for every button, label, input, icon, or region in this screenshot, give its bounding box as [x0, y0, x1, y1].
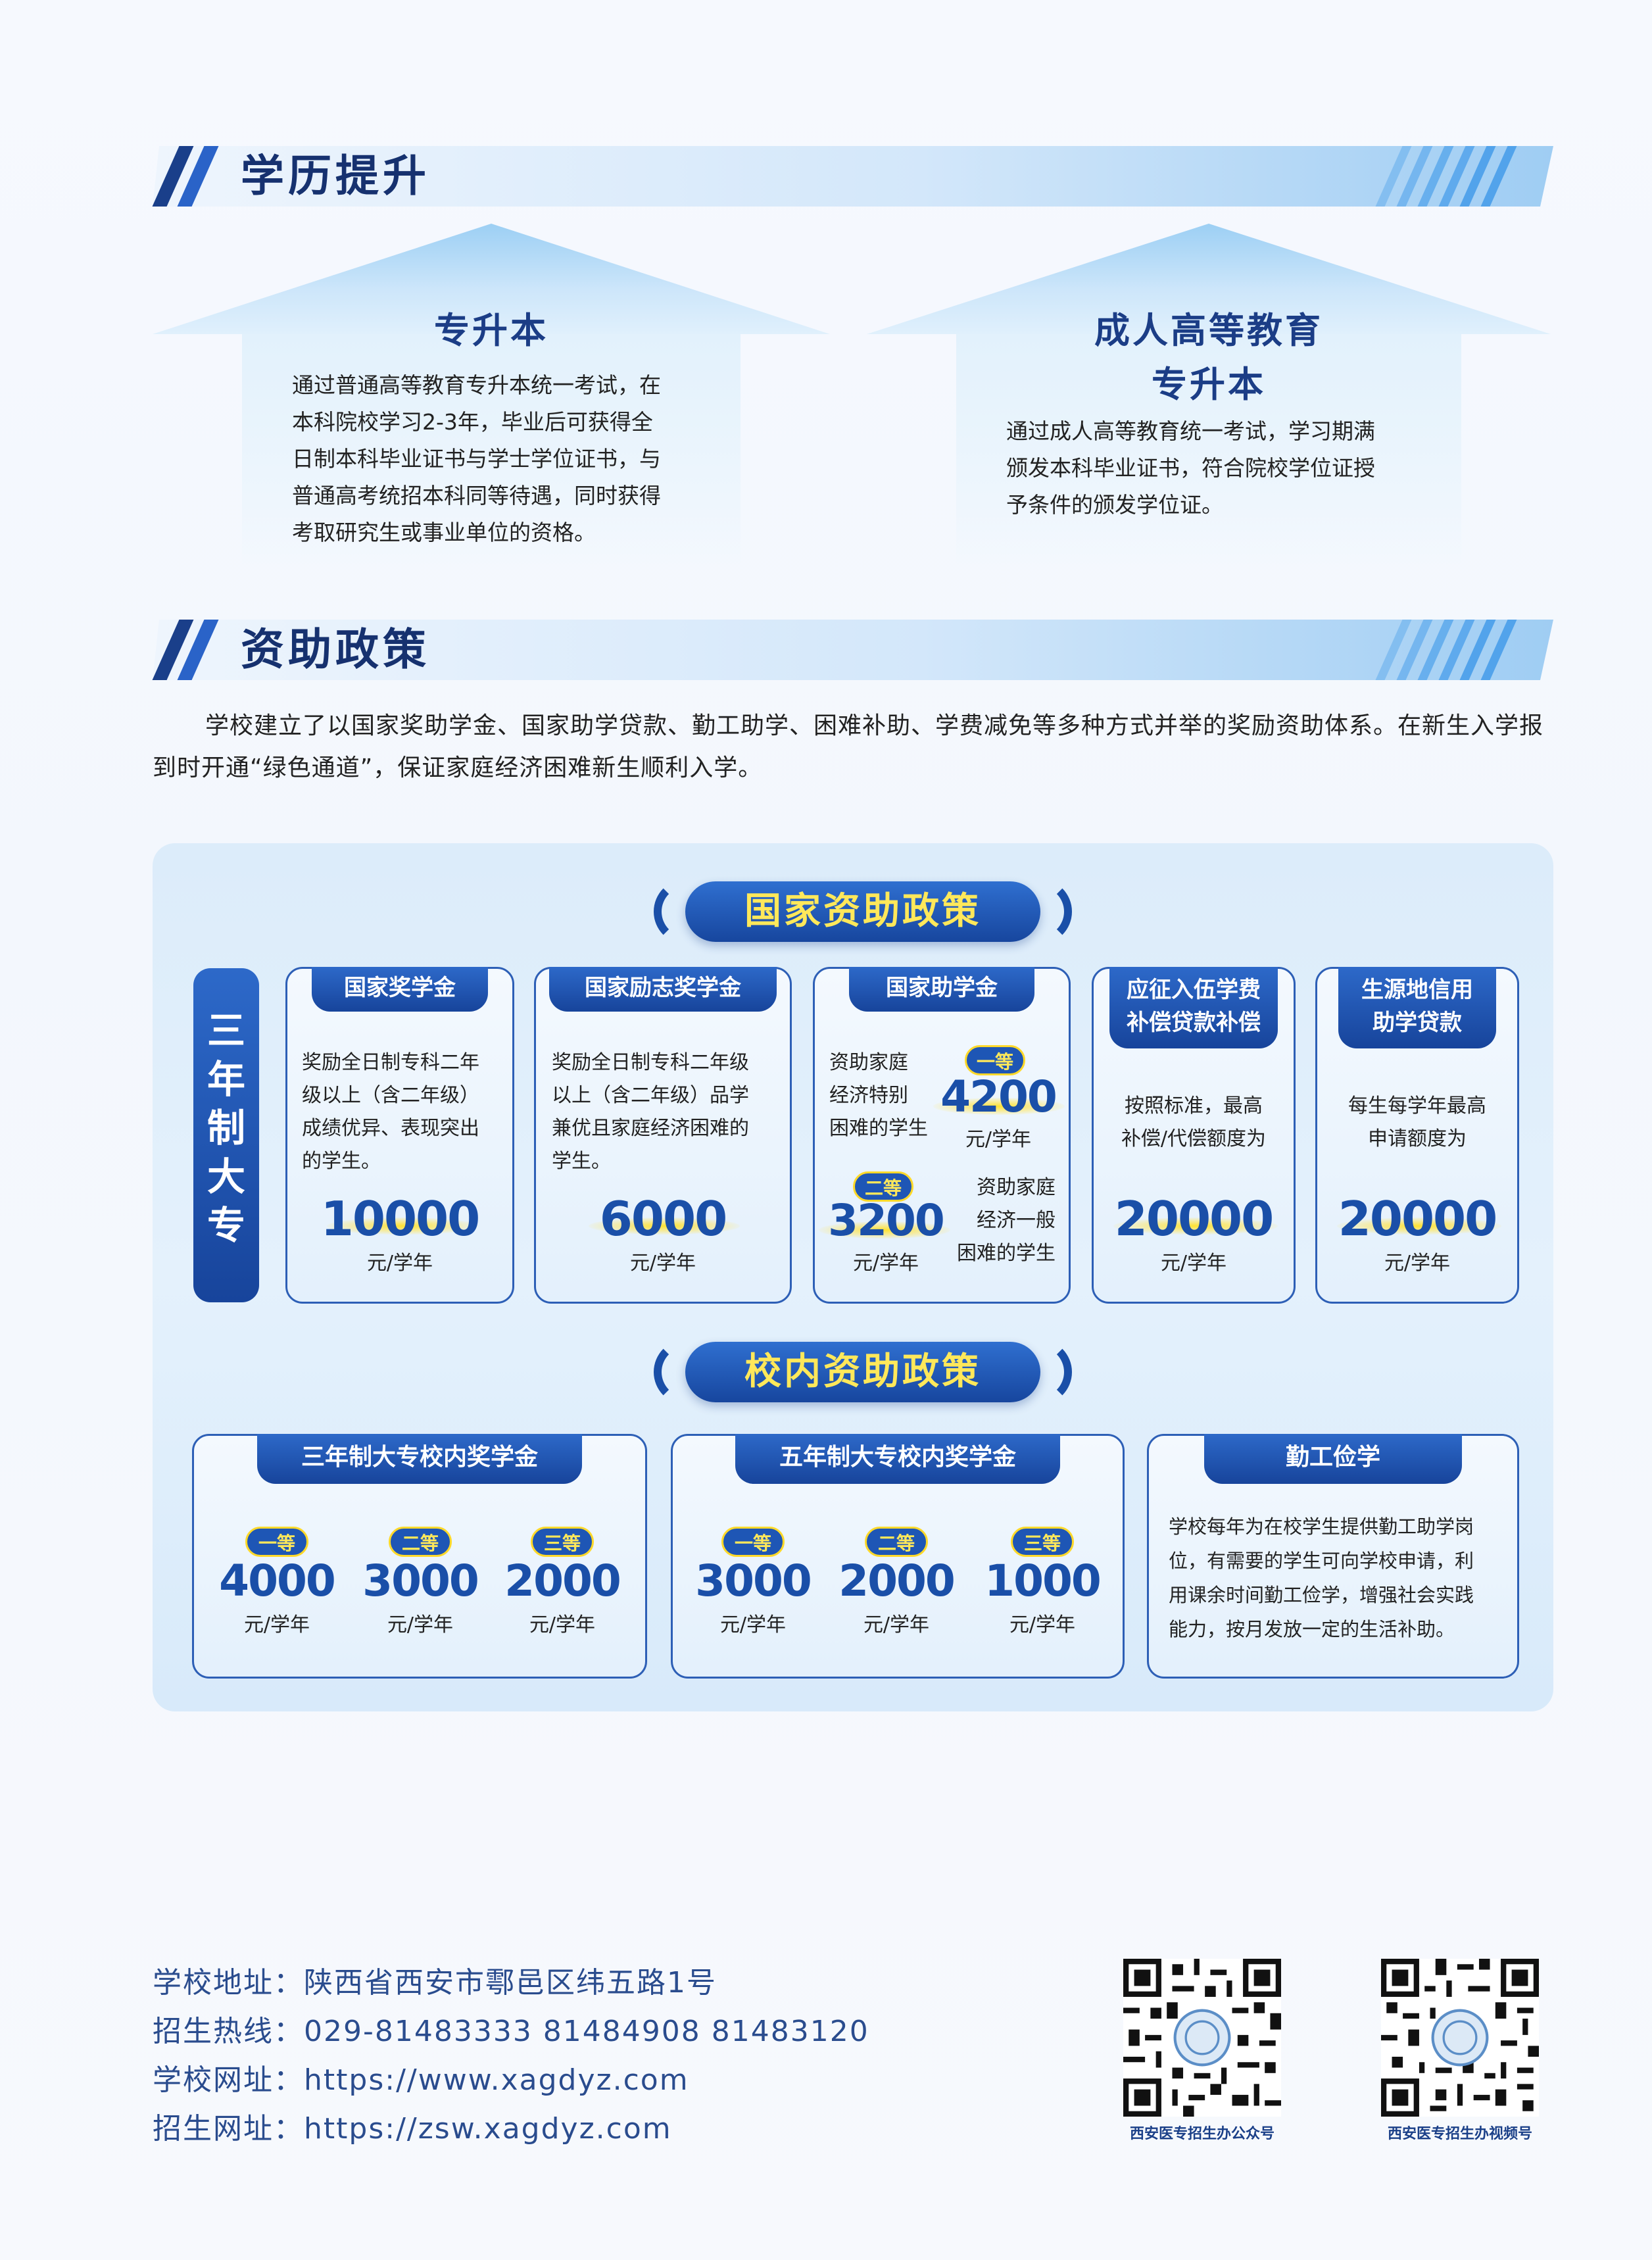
- footer-website[interactable]: 学校网址：https://www.xagdyz.com: [153, 2063, 689, 2097]
- national-heading-label: 国家资助政策: [685, 881, 1040, 942]
- card-national-scholarship: 国家奖学金 奖励全日制专科二年 级以上（含二年级） 成绩优异、表现突出 的学生。…: [285, 967, 514, 1304]
- upgrade-card-1-title: 专升本: [434, 310, 548, 351]
- card-enlistment-compensation-tab: 应征入伍学费 补偿贷款补偿: [1109, 967, 1278, 1048]
- qr-code-wechat[interactable]: [1123, 1959, 1281, 2117]
- card-national-scholarship-text: 奖励全日制专科二年 级以上（含二年级） 成绩优异、表现突出 的学生。: [302, 1051, 479, 1173]
- card-national-grant-second-rank: 二等: [853, 1171, 913, 1202]
- card-encouragement-scholarship-tab: 国家励志奖学金: [549, 967, 777, 1012]
- card-three-year-scholarship: 三年制大专校内奖学金 一等 4000 元/学年 二等 3000 元/学年 三等 …: [192, 1434, 647, 1679]
- aid-banner: 资助政策: [152, 620, 1553, 680]
- aid-intro: 学校建立了以国家奖助学金、国家助学贷款、勤工助学、困难补助、学费减免等多种方式并…: [153, 712, 1544, 781]
- card-national-grant: 国家助学金 资助家庭 经济特别 困难的学生 一等 4200 元/学年 二等 32…: [813, 967, 1071, 1304]
- card-encouragement-scholarship-unit: 元/学年: [629, 1252, 696, 1275]
- card-national-grant-first-amount: 4200: [940, 1071, 1057, 1122]
- five-year-unit-1: 元/学年: [719, 1613, 787, 1636]
- three-year-amount-3: 2000: [504, 1556, 621, 1606]
- three-year-rank-3: 三等: [531, 1527, 594, 1557]
- card-national-grant-first-text: 资助家庭 经济特别 困难的学生: [829, 1051, 928, 1140]
- three-year-amount-1: 4000: [219, 1556, 336, 1606]
- five-year-unit-3: 元/学年: [1009, 1613, 1076, 1636]
- five-year-rank-1: 一等: [721, 1527, 785, 1557]
- footer-hotline: 招生热线：029-81483333 81484908 81483120: [153, 2015, 869, 2048]
- five-year-rank-3: 三等: [1011, 1527, 1074, 1557]
- card-encouragement-scholarship-amount: 6000: [599, 1191, 727, 1246]
- card-enlistment-compensation-unit: 元/学年: [1160, 1252, 1227, 1275]
- card-student-loan-unit: 元/学年: [1384, 1252, 1451, 1275]
- card-student-loan-text: 每生每学年最高 申请额度为: [1348, 1094, 1486, 1150]
- five-year-unit-2: 元/学年: [863, 1613, 930, 1636]
- card-national-grant-second-text: 资助家庭 经济一般 困难的学生: [957, 1176, 1056, 1265]
- card-national-scholarship-amount: 10000: [320, 1191, 481, 1246]
- card-student-loan-amount: 20000: [1338, 1191, 1498, 1246]
- upgrade-card-1-text: 通过普通高等教育专升本统一考试，在 本科院校学习2-3年，毕业后可获得全 日制本…: [292, 372, 661, 545]
- card-encouragement-scholarship: 国家励志奖学金 奖励全日制专科二年级 以上（含二年级）品学 兼优且家庭经济困难的…: [534, 967, 792, 1304]
- card-national-grant-first-unit: 元/学年: [965, 1128, 1032, 1151]
- card-national-grant-second-amount: 3200: [828, 1195, 945, 1246]
- footer-address: 学校地址：陕西省西安市鄠邑区纬五路1号: [153, 1966, 717, 2000]
- upgrade-card-2-title: 成人高等教育: [1094, 310, 1323, 351]
- qr-code-video[interactable]: [1381, 1959, 1539, 2117]
- three-year-unit-1: 元/学年: [243, 1613, 310, 1636]
- card-work-study-tab: 勤工俭学: [1204, 1434, 1462, 1484]
- three-year-amount-2: 3000: [362, 1556, 479, 1606]
- card-enlistment-compensation-text: 按照标准，最高 补偿/代偿额度为: [1121, 1094, 1267, 1150]
- card-national-grant-tab: 国家助学金: [849, 967, 1034, 1012]
- five-year-amount-2: 2000: [838, 1556, 956, 1606]
- upgrade-card-2-text: 通过成人高等教育统一考试，学习期满 颁发本科毕业证书，符合院校学位证授 予条件的…: [1006, 418, 1375, 518]
- three-year-rank-1: 一等: [245, 1527, 308, 1557]
- aid-title: 资助政策: [241, 624, 430, 675]
- card-national-scholarship-unit: 元/学年: [366, 1252, 433, 1275]
- school-heading: 校内资助政策: [654, 1339, 1072, 1405]
- upgrade-card-1: 专升本 通过普通高等教育专升本统一考试，在 本科院校学习2-3年，毕业后可获得全…: [153, 224, 830, 579]
- school-heading-label: 校内资助政策: [685, 1342, 1040, 1402]
- education-banner: 学历提升: [152, 146, 1553, 207]
- education-title: 学历提升: [241, 151, 430, 201]
- card-work-study-text: 学校每年为在校学生提供勤工助学岗 位，有需要的学生可向学校申请，利 用课余时间勤…: [1169, 1515, 1474, 1640]
- five-year-rank-2: 二等: [865, 1527, 928, 1557]
- qr-caption-video: 西安医专招生办视频号: [1387, 2126, 1532, 2142]
- card-student-loan: 生源地信用 助学贷款 每生每学年最高 申请额度为 20000 元/学年: [1315, 967, 1519, 1304]
- three-year-tag: 三 年 制 大 专: [193, 968, 259, 1302]
- card-national-scholarship-tab: 国家奖学金: [312, 967, 488, 1012]
- card-student-loan-tab: 生源地信用 助学贷款: [1338, 967, 1496, 1048]
- card-work-study: 勤工俭学 学校每年为在校学生提供勤工助学岗 位，有需要的学生可向学校申请，利 用…: [1147, 1434, 1519, 1679]
- three-year-unit-3: 元/学年: [529, 1613, 596, 1636]
- national-heading: 国家资助政策: [654, 879, 1072, 945]
- upgrade-card-2-subtitle: 专升本: [1152, 364, 1266, 405]
- card-five-year-scholarship-tab: 五年制大专校内奖学金: [735, 1434, 1060, 1484]
- five-year-amount-1: 3000: [695, 1556, 812, 1606]
- card-three-year-scholarship-tab: 三年制大专校内奖学金: [257, 1434, 582, 1484]
- card-national-grant-first-rank: 一等: [965, 1045, 1025, 1075]
- three-year-unit-2: 元/学年: [387, 1613, 454, 1636]
- footer-admission-site[interactable]: 招生网址：https://zsw.xagdyz.com: [153, 2112, 672, 2146]
- card-five-year-scholarship: 五年制大专校内奖学金 一等 3000 元/学年 二等 2000 元/学年 三等 …: [671, 1434, 1125, 1679]
- card-enlistment-compensation: 应征入伍学费 补偿贷款补偿 按照标准，最高 补偿/代偿额度为 20000 元/学…: [1092, 967, 1296, 1304]
- card-encouragement-scholarship-text: 奖励全日制专科二年级 以上（含二年级）品学 兼优且家庭经济困难的 学生。: [552, 1051, 749, 1173]
- upgrade-card-2: 成人高等教育 专升本 通过成人高等教育统一考试，学习期满 颁发本科毕业证书，符合…: [867, 224, 1551, 579]
- card-national-grant-second-unit: 元/学年: [852, 1252, 919, 1275]
- five-year-amount-3: 1000: [984, 1556, 1102, 1606]
- card-enlistment-compensation-amount: 20000: [1114, 1191, 1275, 1246]
- three-year-rank-2: 二等: [389, 1527, 452, 1557]
- qr-caption-wechat: 西安医专招生办公众号: [1129, 2126, 1275, 2142]
